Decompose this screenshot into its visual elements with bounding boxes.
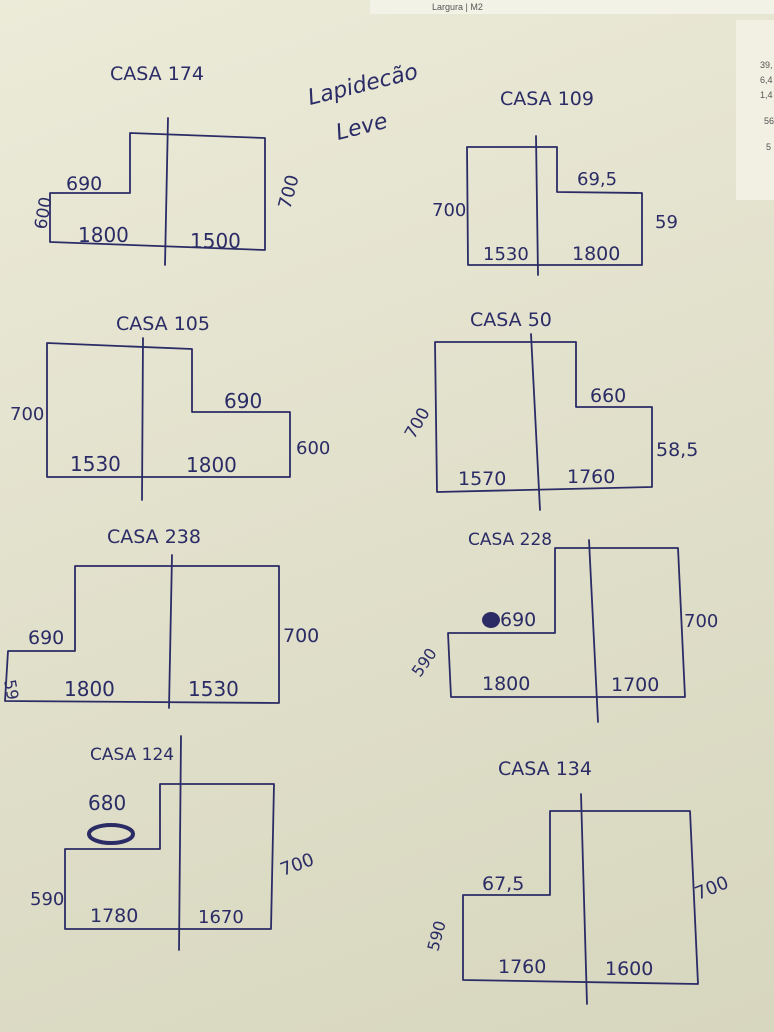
dim-700: 700 xyxy=(278,849,317,880)
dim-690: 690 xyxy=(500,609,536,631)
dim-700: 700 xyxy=(432,200,466,221)
floor-plan-casa-174: CASA 174 690 600 700 1800 1500 xyxy=(31,63,304,266)
dim-700: 700 xyxy=(275,173,304,212)
divider-casa-105 xyxy=(141,337,144,501)
dim-59: 59 xyxy=(0,678,22,701)
divider-casa-124 xyxy=(178,735,182,951)
floor-plan-casa-105: CASA 105 690 700 600 1530 1800 xyxy=(10,313,330,501)
dim-590: 590 xyxy=(408,644,441,680)
dim-1500: 1500 xyxy=(190,229,241,253)
dim-690: 690 xyxy=(28,627,64,649)
dim-1530: 1530 xyxy=(70,452,121,476)
outline-casa-238 xyxy=(4,565,280,704)
outline-casa-174 xyxy=(49,132,266,251)
outline-casa-124 xyxy=(64,783,275,930)
outline-casa-105 xyxy=(46,342,291,478)
dim-1570: 1570 xyxy=(458,468,506,490)
dim-680: 680 xyxy=(88,791,126,815)
dim-1530: 1530 xyxy=(483,244,529,265)
floor-plan-casa-124: CASA 124 680 590 700 1780 1670 xyxy=(30,735,317,951)
margin-number-2: 6,4 xyxy=(760,75,773,85)
dim-700: 700 xyxy=(684,611,718,632)
title-casa-238: CASA 238 xyxy=(107,526,201,548)
title-casa-124: CASA 124 xyxy=(90,745,174,765)
dim-1800: 1800 xyxy=(482,673,530,695)
divider-casa-228 xyxy=(588,539,599,723)
floor-plan-casa-109: CASA 109 69,5 700 59 1530 1800 xyxy=(432,88,678,276)
title-casa-134: CASA 134 xyxy=(498,758,592,780)
title-casa-228: CASA 228 xyxy=(468,530,552,550)
ink-scribble xyxy=(482,612,500,628)
dim-69-5: 69,5 xyxy=(577,169,617,190)
dim-690: 690 xyxy=(66,173,102,195)
dim-660: 660 xyxy=(590,385,626,407)
divider-casa-134 xyxy=(580,793,588,1005)
dim-1530: 1530 xyxy=(188,677,239,701)
dim-700: 700 xyxy=(283,625,319,647)
title-casa-50: CASA 50 xyxy=(470,309,552,331)
dim-1800: 1800 xyxy=(64,677,115,701)
dim-1800: 1800 xyxy=(186,453,237,477)
title-casa-105: CASA 105 xyxy=(116,313,210,335)
dim-700: 700 xyxy=(10,404,44,425)
dim-58-5: 58,5 xyxy=(656,439,698,461)
dim-600: 600 xyxy=(31,195,56,230)
dim-1760: 1760 xyxy=(498,956,546,978)
floor-plan-casa-228: CASA 228 690 590 700 1800 1700 xyxy=(408,530,718,723)
dim-1760: 1760 xyxy=(567,466,615,488)
margin-number-3: 1,4 xyxy=(760,90,773,100)
divider-casa-174 xyxy=(164,117,169,266)
outline-casa-134 xyxy=(462,810,699,985)
outline-casa-50 xyxy=(434,341,653,493)
note-line-1: Lapidecão xyxy=(305,59,420,110)
margin-number-1: 39, xyxy=(760,60,773,70)
floor-plan-casa-134: CASA 134 67,5 590 700 1760 1600 xyxy=(424,758,732,1005)
floor-plan-casa-50: CASA 50 660 700 58,5 1570 1760 xyxy=(401,309,698,511)
ink-scribble xyxy=(87,823,135,845)
margin-number-4: 56 xyxy=(764,116,774,126)
divider-casa-238 xyxy=(168,554,173,709)
margin-number-5: 5 xyxy=(766,142,771,152)
dim-590: 590 xyxy=(30,889,64,910)
underlying-sheet-top xyxy=(370,0,774,14)
dim-59: 59 xyxy=(655,212,678,233)
dim-600: 600 xyxy=(296,438,330,459)
outline-casa-228 xyxy=(447,547,686,698)
underlying-sheet-corner xyxy=(736,20,774,200)
dim-590: 590 xyxy=(424,919,450,953)
outline-casa-109 xyxy=(466,146,643,266)
dim-1800: 1800 xyxy=(78,223,129,247)
dim-1670: 1670 xyxy=(198,907,244,928)
dim-1800: 1800 xyxy=(572,243,620,265)
dim-690: 690 xyxy=(224,389,262,413)
dim-1700: 1700 xyxy=(611,674,659,696)
dim-67-5: 67,5 xyxy=(482,873,524,895)
divider-casa-109 xyxy=(535,135,539,276)
dim-1600: 1600 xyxy=(605,958,653,980)
floor-plan-casa-238: CASA 238 690 59 700 1800 1530 xyxy=(0,526,319,709)
title-casa-174: CASA 174 xyxy=(110,63,204,85)
note-line-2: Leve xyxy=(333,109,390,146)
header-fragment: Largura | M2 xyxy=(432,2,483,12)
dim-700: 700 xyxy=(401,404,435,442)
dim-700: 700 xyxy=(692,872,732,904)
divider-casa-50 xyxy=(530,333,541,511)
title-casa-109: CASA 109 xyxy=(500,88,594,110)
dim-1780: 1780 xyxy=(90,905,138,927)
